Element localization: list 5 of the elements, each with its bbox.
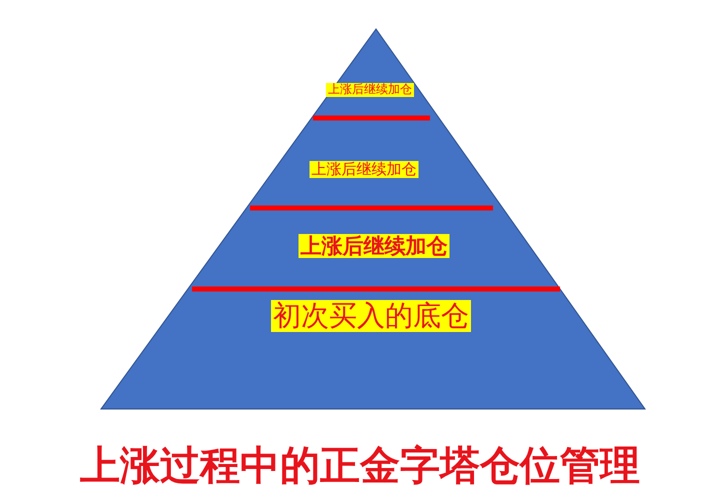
highlighted-label: 上涨后继续加仓 bbox=[310, 161, 418, 178]
highlighted-label: 初次买入的底仓 bbox=[271, 300, 471, 332]
highlighted-label: 上涨后继续加仓 bbox=[298, 234, 450, 258]
title: 上涨过程中的正金字塔仓位管理 bbox=[79, 442, 641, 491]
highlighted-label: 上涨后继续加仓 bbox=[326, 83, 414, 97]
